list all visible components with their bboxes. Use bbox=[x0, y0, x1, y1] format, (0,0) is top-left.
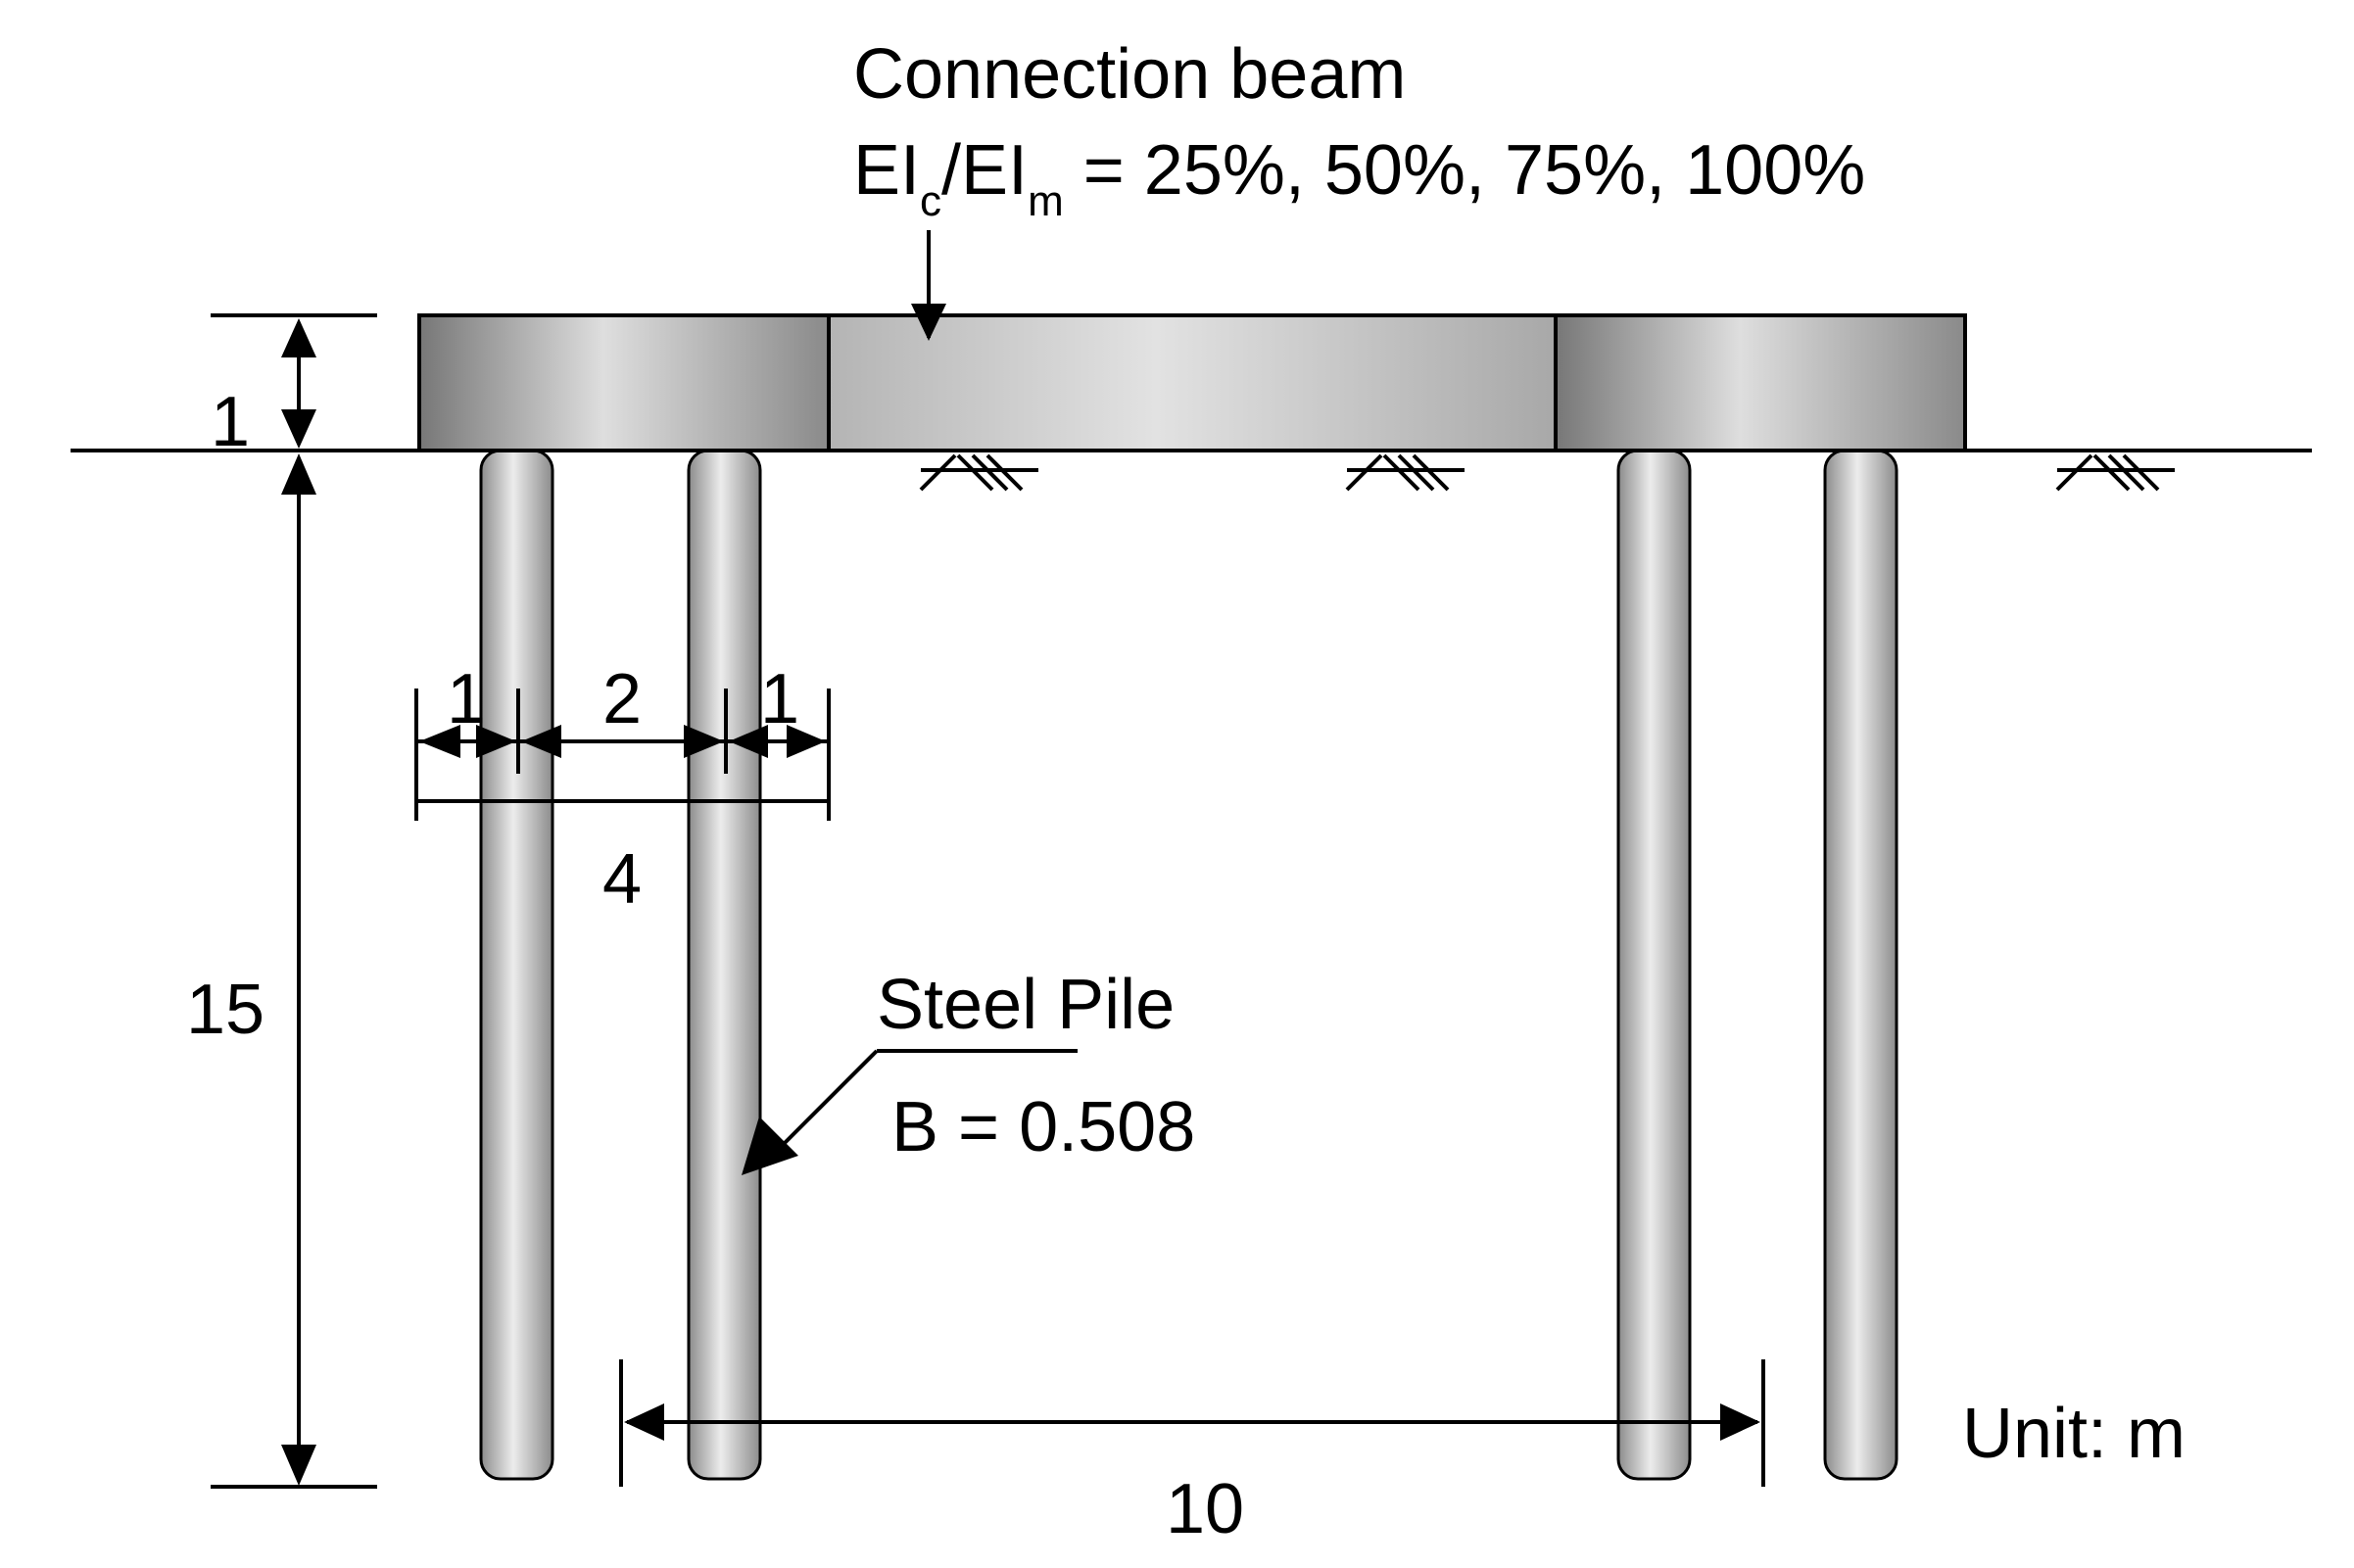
pile-spacing-label: 2 bbox=[602, 660, 642, 738]
steel-pile-leader-head-icon bbox=[742, 1117, 798, 1175]
edge-distance-left-label: 1 bbox=[447, 660, 486, 738]
cap-spacing-label: 10 bbox=[1166, 1470, 1244, 1548]
pile-2 bbox=[687, 449, 762, 1481]
ground-hatch-icon bbox=[2055, 453, 2175, 492]
connection-beam bbox=[827, 313, 1558, 452]
ground-hatch-symbols bbox=[919, 453, 2175, 492]
connection-beam-title: Connection beam bbox=[853, 35, 1406, 114]
cap-spacing-dimension bbox=[619, 1359, 1765, 1487]
ground-hatch-icon bbox=[919, 453, 1038, 492]
cap-thickness-dimension bbox=[211, 313, 377, 449]
steel-piles bbox=[479, 449, 1898, 1481]
connection-beam-pointer-head-icon bbox=[911, 304, 946, 341]
pile-cap-left bbox=[417, 313, 831, 452]
pile-3 bbox=[1616, 449, 1692, 1481]
steel-pile-leader-line bbox=[772, 1049, 879, 1156]
cap-thickness-label: 1 bbox=[211, 383, 250, 461]
stiffness-ratio-label: EIc/EIm = 25%, 50%, 75%, 100% bbox=[853, 131, 1865, 225]
pile-diameter-label: B = 0.508 bbox=[891, 1088, 1195, 1166]
steel-pile-label: Steel Pile bbox=[877, 966, 1175, 1044]
edge-distance-right-label: 1 bbox=[760, 660, 799, 738]
pile-length-label: 15 bbox=[186, 971, 264, 1049]
cap-plan-dimensions bbox=[414, 689, 831, 821]
pile-length-dimension bbox=[211, 453, 377, 1489]
pile-cap-structure bbox=[417, 313, 1967, 452]
unit-label: Unit: m bbox=[1962, 1395, 2186, 1473]
cap-width-label: 4 bbox=[602, 840, 642, 919]
pile-4 bbox=[1823, 449, 1898, 1481]
ground-hatch-icon bbox=[1345, 453, 1465, 492]
pile-cap-right bbox=[1554, 313, 1967, 452]
pile-1 bbox=[479, 449, 554, 1481]
